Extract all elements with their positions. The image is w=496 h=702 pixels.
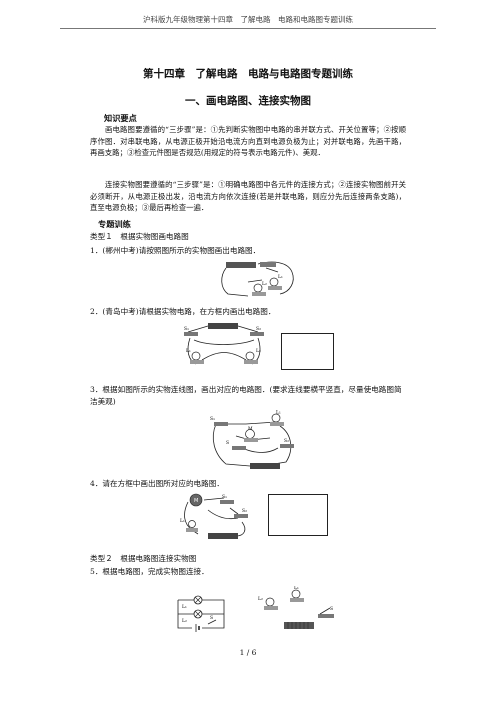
question-1: 1．(郴州中考)请按照图所示的实物图画出电路图． (90, 246, 261, 255)
answer-box-q4[interactable] (268, 494, 328, 536)
fig4-label-s2: S₂ (242, 508, 247, 514)
knowledge-paragraph-1: 画电路图要遵循的“三步骤”是：①先判断实物图中电路的串并联方式、开关位置等；②按… (90, 125, 406, 158)
figure-q1-circuit: L₁ L₂ (218, 258, 298, 302)
fig2-label-l1: L₁ (186, 348, 191, 354)
fig3-label-s: S (226, 440, 229, 446)
type2-heading: 类型２ 根据电路图连接实物图 (90, 554, 197, 563)
page-header: 沪科版九年级物理第十四章 了解电路 电路和电路图专题训练 (143, 15, 353, 24)
fig3-label-l1: L₁ (276, 410, 281, 416)
question-2: 2．(青岛中考)请根据实物电路，在方框内画出电路图． (90, 307, 276, 316)
fig5b-label-l2: L₂ (258, 596, 263, 602)
fig4-label-l: L₁ (180, 518, 185, 524)
header-rule (60, 28, 436, 29)
section-title: 一、画电路图、连接实物图 (185, 95, 311, 107)
fig2-label-s2: S₂ (256, 326, 261, 332)
training-heading: 专题训练 (98, 219, 131, 229)
figure-q4-circuit: M S₁ S₂ L₁ (178, 490, 268, 542)
fig2-label-l2: L₂ (256, 348, 261, 354)
knowledge-heading: 知识要点 (104, 113, 137, 123)
figure-q3-circuit: S₁ L₁ M S₂ S (206, 410, 302, 472)
page-number: 1 / 6 (239, 648, 257, 657)
fig1-label-l2: L₂ (262, 281, 267, 287)
fig4-label-s1: S₁ (222, 494, 227, 500)
figure-q2-circuit: S₁ S₂ L₁ L₂ (178, 320, 270, 372)
fig4-label-m: M (194, 498, 198, 504)
fig5b-label-s: S (330, 606, 333, 612)
fig5-label-l2: L₂ (182, 618, 187, 624)
question-5: 5．根据电路图，完成实物图连接． (90, 567, 209, 576)
figure-q5-physical: L₂ L₁ S (252, 586, 344, 642)
fig1-label-l1: L₁ (278, 274, 283, 280)
question-3: 3．根据如图所示的实物连线图，画出对应的电路图．(要求连线要横平竖直，尽量使电路… (90, 385, 402, 406)
fig5b-label-l1: L₁ (294, 586, 299, 591)
chapter-title: 第十四章 了解电路 电路与电路图专题训练 (143, 68, 353, 80)
answer-box-q2[interactable] (281, 333, 334, 370)
figure-q5-schematic: L₁ L₂ S (172, 594, 230, 634)
fig5-label-l1: L₁ (182, 604, 187, 610)
fig3-label-s1: S₁ (210, 416, 215, 422)
fig2-label-s1: S₁ (184, 326, 189, 332)
fig3-label-s2: S₂ (284, 438, 289, 444)
fig3-label-m: M (248, 426, 253, 432)
knowledge-paragraph-2: 连接实物图要遵循的“三步骤”是：①明确电路图中各元件的连接方式；②连接实物图前开… (90, 180, 406, 213)
type1-heading: 类型１ 根据实物图画电路图 (90, 232, 189, 241)
question-4: 4．请在方框中画出图所对应的电路图． (90, 479, 224, 488)
fig5-label-s: S (210, 615, 213, 621)
